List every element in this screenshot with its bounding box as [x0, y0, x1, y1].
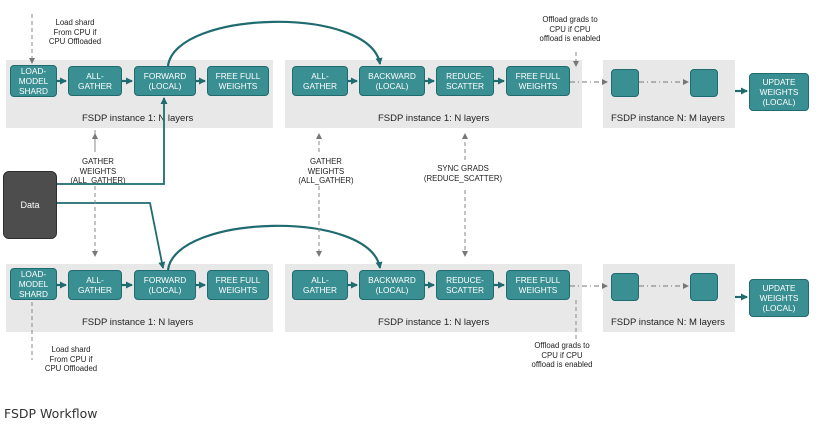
all-gather-node-top-2: ALL- GATHER	[292, 66, 348, 96]
load-model-shard-node-top: LOAD- MODEL SHARD	[10, 65, 57, 97]
load-shard-note-bottom: Load shard From CPU if CPU Offloaded	[44, 345, 98, 373]
gather-weights-note-left: GATHER WEIGHTS (ALL_GATHER)	[70, 157, 126, 185]
backward-local-node-top: BACKWARD (LOCAL)	[359, 66, 425, 96]
layer-block-node-bottom-1	[611, 273, 639, 301]
reduce-scatter-node-bottom: REDUCE- SCATTER	[436, 270, 494, 300]
free-full-weights-node-bottom-1: FREE FULL WEIGHTS	[207, 270, 269, 300]
layer-block-node-top-1	[611, 69, 639, 97]
update-weights-node-bottom: UPDATE WEIGHTS (LOCAL)	[749, 279, 809, 317]
free-full-weights-node-top-1: FREE FULL WEIGHTS	[207, 66, 269, 96]
panel-label: FSDP instance 1: N layers	[378, 317, 490, 328]
panel-label: FSDP instance 1: N layers	[378, 113, 490, 124]
forward-local-node-bottom: FORWARD (LOCAL)	[134, 270, 196, 300]
reduce-scatter-node-top: REDUCE- SCATTER	[436, 66, 494, 96]
offload-grads-note-top: Offload grads to CPU if CPU offload is e…	[539, 15, 601, 43]
data-node: Data	[3, 171, 57, 239]
gather-weights-note-mid: GATHER WEIGHTS (ALL_GATHER)	[298, 157, 354, 185]
panel-label: FSDP instance 1: N layers	[82, 113, 194, 124]
all-gather-node-top-1: ALL- GATHER	[68, 66, 122, 96]
free-full-weights-node-top-2: FREE FULL WEIGHTS	[506, 66, 570, 96]
fsdp-workflow-diagram: FSDP instance 1: N layers FSDP instance …	[3, 14, 809, 373]
sync-grads-note: SYNC GRADS (REDUCE_SCATTER)	[423, 164, 503, 183]
figure-caption: FSDP Workflow	[4, 406, 98, 421]
load-model-shard-node-bottom: LOAD- MODEL SHARD	[10, 268, 57, 300]
forward-local-node-top: FORWARD (LOCAL)	[134, 66, 196, 96]
layer-block-node-top-2	[690, 69, 718, 97]
panel-label: FSDP instance N: M layers	[611, 317, 725, 328]
update-weights-node-top: UPDATE WEIGHTS (LOCAL)	[749, 73, 809, 111]
panel-label: FSDP instance N: M layers	[611, 113, 725, 124]
free-full-weights-node-bottom-2: FREE FULL WEIGHTS	[506, 270, 570, 300]
all-gather-node-bottom-1: ALL- GATHER	[68, 270, 122, 300]
backward-local-node-bottom: BACKWARD (LOCAL)	[359, 270, 425, 300]
panel-label: FSDP instance 1: N layers	[82, 317, 194, 328]
layer-block-node-bottom-2	[690, 273, 718, 301]
load-shard-note-top: Load shard From CPU if CPU Offloaded	[48, 18, 102, 46]
all-gather-node-bottom-2: ALL- GATHER	[292, 270, 348, 300]
offload-grads-note-bottom: Offload grads to CPU if CPU offload is e…	[531, 341, 593, 369]
